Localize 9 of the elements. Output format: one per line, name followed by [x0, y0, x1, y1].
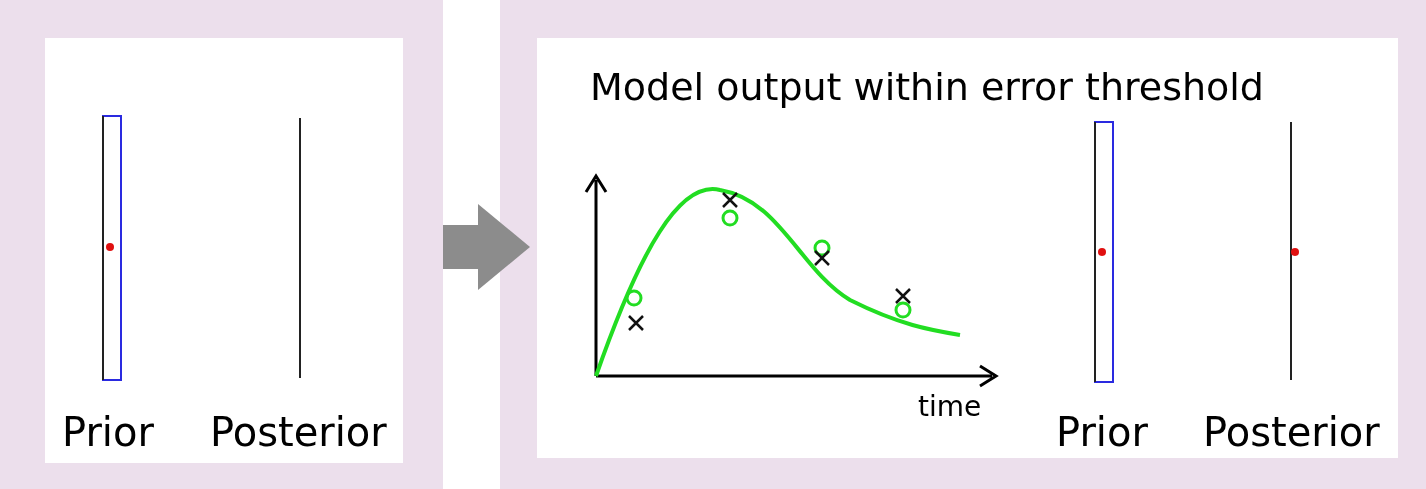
distribution-label: Posterior — [1203, 412, 1380, 452]
distribution-label: Posterior — [210, 412, 387, 452]
panel — [0, 0, 443, 489]
arrow — [443, 204, 530, 290]
axis-label: time — [918, 393, 982, 421]
panel — [500, 0, 1426, 489]
distribution-label: Prior — [62, 412, 154, 452]
panel-heading: Model output within error threshold — [590, 68, 1264, 106]
distribution-label: Prior — [1056, 412, 1148, 452]
